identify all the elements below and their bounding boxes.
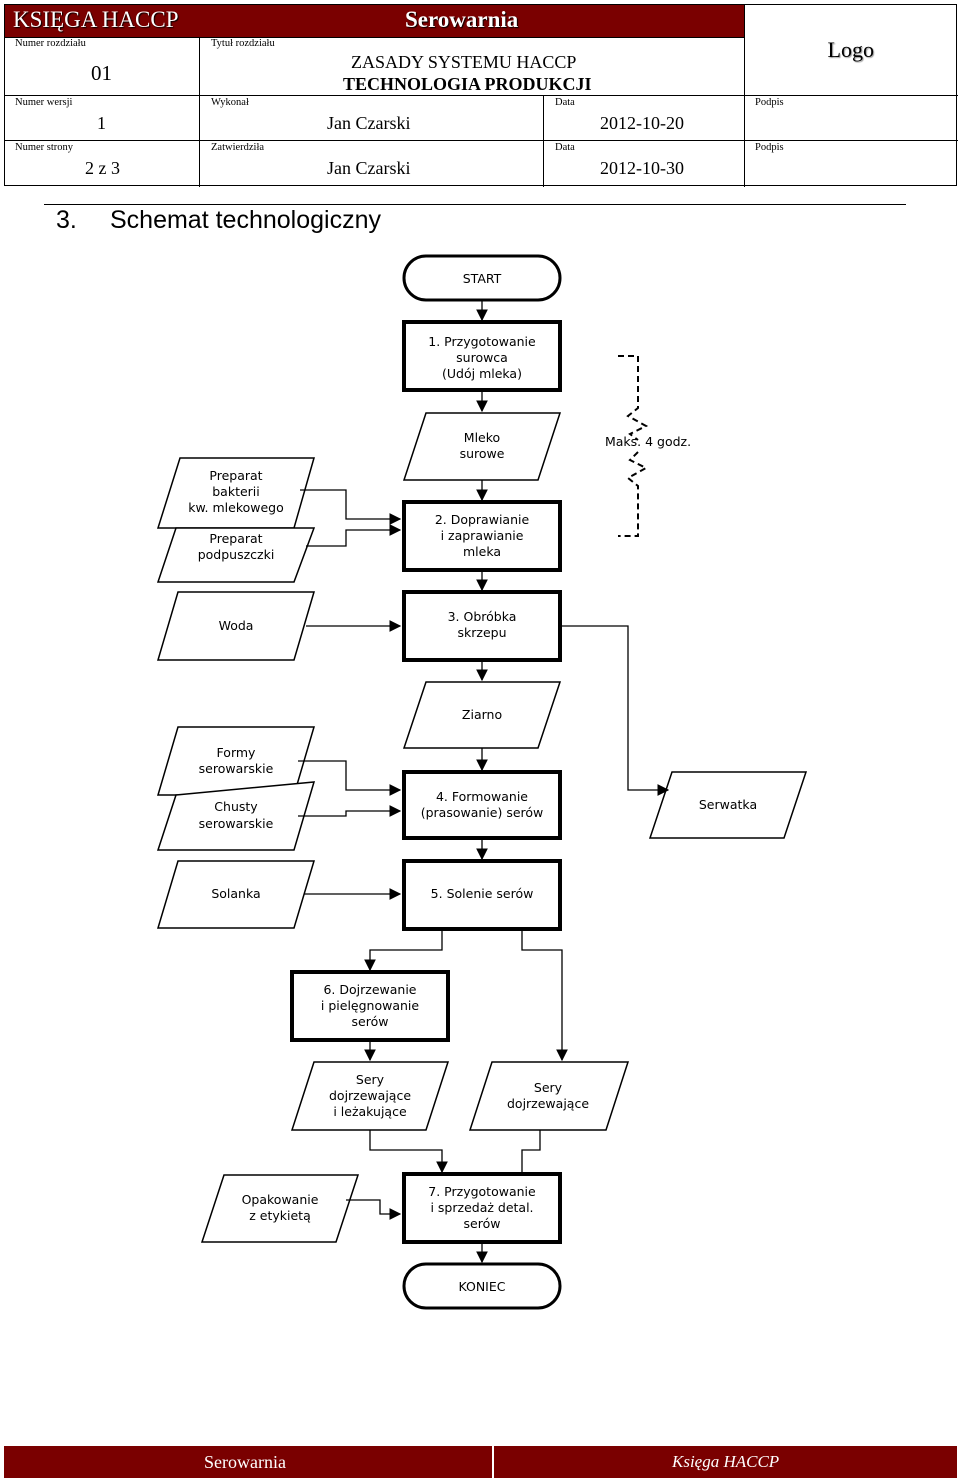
step7-line2: i sprzedaż detal.	[430, 1200, 533, 1215]
rennet-input	[156, 527, 316, 583]
step3-line1: 3. Obróbka	[448, 609, 517, 624]
date2-label: Data	[555, 142, 575, 153]
chapter-title-line1: ZASADY SYSTEMU HACCP	[351, 52, 577, 72]
brine-input	[156, 860, 316, 929]
step4-line2: (prasowanie) serów	[421, 805, 544, 820]
page-number-label: Numer strony	[15, 142, 74, 153]
step1-line3: (Udój mleka)	[442, 366, 522, 381]
date1-value: 2012-10-20	[600, 113, 684, 133]
cloths-line2: serowarskie	[199, 816, 274, 831]
milk-line1: Mleko	[464, 430, 500, 445]
cloths-line1: Chusty	[214, 799, 258, 814]
milk-line2: surowe	[460, 446, 505, 461]
ripening-stored-line3: i leżakujące	[333, 1104, 407, 1119]
document-footer: Serowarnia Księga HACCP	[4, 1446, 957, 1478]
bacteria-line1: Preparat	[209, 468, 262, 483]
packaging-line2: z etykietą	[249, 1208, 311, 1223]
step1-line2: surowca	[456, 350, 508, 365]
step6-box	[290, 970, 450, 1042]
section-title-text: Schemat technologiczny	[110, 206, 381, 234]
step2-box	[402, 500, 562, 572]
made-by-value: Jan Czarski	[327, 113, 411, 133]
rennet-line2: podpuszczki	[198, 547, 275, 562]
time-limit-bracket	[618, 355, 649, 537]
section-number: 3.	[56, 206, 77, 234]
max-time-label: Maks. 4 godz.	[605, 434, 691, 449]
step3-line2: skrzepu	[458, 625, 507, 640]
chapter-number-label: Numer rozdziału	[15, 38, 86, 49]
sign2-label: Podpis	[755, 142, 784, 153]
end-terminal	[402, 1262, 562, 1310]
logo: Logo	[827, 37, 874, 62]
packaging-input	[200, 1174, 360, 1243]
section-title: 3. Schemat technologiczny	[56, 206, 381, 235]
footer-company: Serowarnia	[204, 1452, 286, 1472]
ripening-stored-output	[290, 1061, 450, 1131]
made-by-label: Wykonał	[211, 97, 249, 108]
step7-line3: serów	[464, 1216, 501, 1231]
ripening-line1: Sery	[534, 1080, 563, 1095]
approved-value: Jan Czarski	[327, 158, 411, 178]
date1-label: Data	[555, 97, 575, 108]
step6-line3: serów	[352, 1014, 389, 1029]
ripening-stored-line2: dojrzewające	[329, 1088, 411, 1103]
footer-divider	[492, 1446, 494, 1478]
version-label: Numer wersji	[15, 97, 73, 108]
ripening-line2: dojrzewające	[507, 1096, 589, 1111]
step2-line1: 2. Doprawianie	[435, 512, 530, 527]
step6-line1: 6. Dojrzewanie	[323, 982, 416, 997]
brine-label: Solanka	[211, 886, 260, 901]
step2-line2: i zaprawianie	[441, 528, 524, 543]
page-number-value: 2 z 3	[85, 158, 120, 178]
step4-line1: 4. Formowanie	[436, 789, 528, 804]
sign1-label: Podpis	[755, 97, 784, 108]
ripening-stored-line1: Sery	[356, 1072, 385, 1087]
end-label: KONIEC	[458, 1279, 505, 1294]
chapter-number: 01	[91, 61, 112, 85]
water-label: Woda	[219, 618, 254, 633]
section-divider	[44, 204, 906, 205]
version-value: 1	[97, 113, 106, 133]
ripening-output	[468, 1061, 630, 1131]
bacteria-line3: kw. mlekowego	[188, 500, 284, 515]
grain-output	[402, 681, 562, 749]
company-name: Serowarnia	[405, 7, 519, 32]
step7-line1: 7. Przygotowanie	[428, 1184, 536, 1199]
molds-line1: Formy	[217, 745, 256, 760]
cloths-input	[156, 781, 316, 851]
grain-label: Ziarno	[462, 707, 502, 722]
date2-value: 2012-10-30	[600, 158, 684, 178]
footer-book-title: Księga HACCP	[672, 1452, 780, 1471]
molds-line2: serowarskie	[199, 761, 274, 776]
chapter-title-label: Tytuł rozdziału	[211, 38, 275, 49]
book-title: KSIĘGA HACCP	[13, 7, 179, 32]
flow-connectors	[298, 300, 670, 1264]
chapter-title-line2: TECHNOLOGIA PRODUKCJI	[343, 74, 592, 94]
rennet-line1: Preparat	[209, 531, 262, 546]
packaging-line1: Opakowanie	[242, 1192, 319, 1207]
whey-output	[648, 771, 808, 839]
step4-box	[402, 770, 562, 840]
start-label: START	[463, 271, 502, 286]
step5-box	[402, 859, 562, 931]
step1-line1: 1. Przygotowanie	[428, 334, 536, 349]
milk-input	[402, 412, 562, 481]
bacteria-line2: bakterii	[212, 484, 260, 499]
step5-label: 5. Solenie serów	[431, 886, 534, 901]
step6-line2: i pielęgnowanie	[321, 998, 419, 1013]
water-input	[156, 591, 316, 661]
document-header: KSIĘGA HACCP Serowarnia Numer rozdziału …	[4, 4, 958, 187]
header-brand-bar: KSIĘGA HACCP Serowarnia	[5, 5, 745, 37]
whey-label: Serwatka	[699, 797, 757, 812]
step2-line3: mleka	[463, 544, 501, 559]
approved-label: Zatwierdziła	[211, 142, 265, 153]
process-flowchart: START 1. Przygotowanie surowca (Udój mle…	[156, 254, 808, 1310]
step7-box	[402, 1172, 562, 1244]
